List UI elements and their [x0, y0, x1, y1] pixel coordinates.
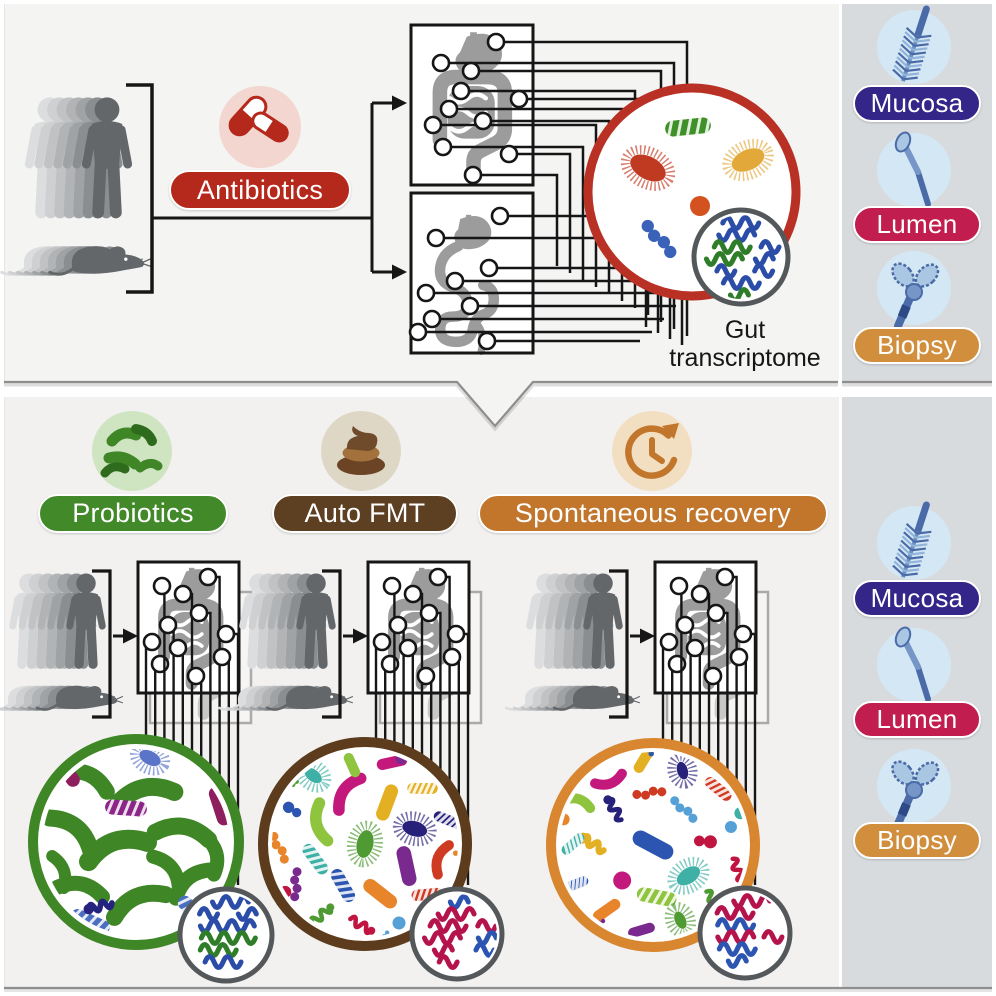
auto-fmt-label: Auto FMT: [272, 494, 458, 533]
lumen-label: Lumen: [853, 206, 981, 243]
mucosa-label: Mucosa: [853, 85, 981, 122]
mouse-cohort-stack: [0, 684, 125, 711]
gut-transcriptome-caption: Gut transcriptome: [600, 316, 890, 372]
treatment-arm-2: [504, 560, 793, 981]
human-cohort-stack: [29, 97, 127, 212]
outcome-microbiome-circle: [258, 737, 472, 951]
outcome-microbiome-circle: [546, 738, 760, 952]
mucosa-label: Mucosa: [853, 580, 981, 617]
gut-transcriptome-circle: [409, 886, 505, 982]
human-cohort-stack: [13, 574, 103, 665]
brush-icon: [892, 501, 932, 578]
probiotics-label: Probiotics: [38, 494, 228, 533]
antibiotics-label: Antibiotics: [169, 170, 351, 210]
biopsy-label: Biopsy: [853, 822, 981, 859]
spontaneous-recovery-label: Spontaneous recovery: [478, 494, 828, 533]
treatment-arm-0: [0, 560, 275, 984]
mouse-cohort-stack: [0, 244, 153, 276]
gut-transcriptome-circle: [177, 886, 275, 984]
treatment-arm-1: [217, 560, 505, 982]
caption-line2: transcriptome: [669, 344, 821, 372]
gut-transcriptome-circle: [697, 885, 793, 981]
mouse-cohort-stack: [504, 684, 642, 711]
brush-icon: [892, 5, 932, 82]
gut-transcriptome-circle: [691, 207, 791, 307]
sampling-wires: [142, 567, 240, 885]
top-panel-art: [0, 23, 801, 353]
sampling-legend-icons-bottom: [877, 501, 951, 824]
human-cohort-stack: [243, 574, 333, 665]
treatment-icons: [92, 411, 692, 491]
biopsy-label: Biopsy: [853, 327, 981, 364]
panel-edges: [4, 380, 992, 992]
lumen-label: Lumen: [853, 701, 981, 738]
human-cohort-stack: [530, 574, 620, 665]
sampling-legend-icons-top: [877, 5, 951, 326]
caption-line1: Gut: [724, 316, 766, 344]
